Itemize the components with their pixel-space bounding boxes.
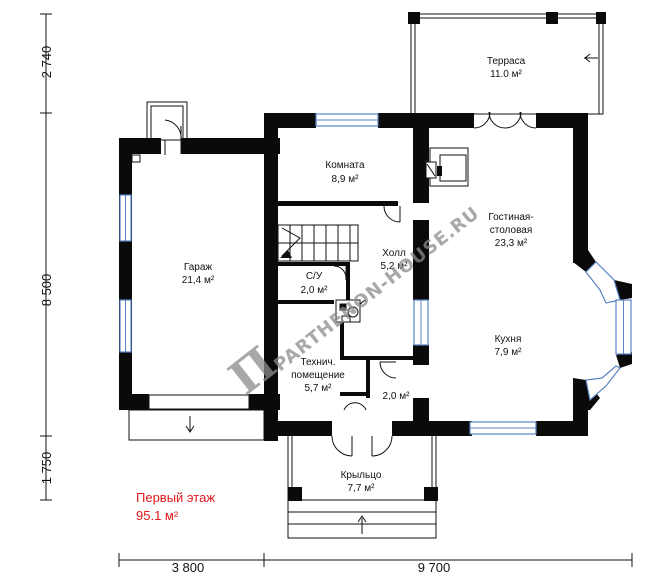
terrace-arrow-icon [584,53,598,63]
dimension-left-top: 2 740 [39,46,54,79]
garage-name: Гараж [184,262,213,273]
bathroom-name: С/У [306,271,323,282]
floor-area: 95.1 м² [136,508,179,523]
terrace-door-icon [473,111,537,129]
storage-area: 2,0 м² [383,391,411,402]
floor-title: Первый этаж [136,490,215,505]
porch-arrow-icon [357,515,367,534]
kitchen-area: 7,9 м² [495,347,523,358]
terrace-posts [408,12,606,24]
room-area: 8,9 м² [332,174,360,185]
dimension-bottom-left: 3 800 [172,560,205,575]
technical-name-line2: помещение [291,370,345,381]
front-door-icon [331,435,393,457]
garage-arrow-icon [185,416,195,433]
garage-vent [131,154,141,163]
boiler-icon [335,299,361,323]
left-dimension-line [40,13,52,501]
terrace-name: Терраса [487,56,526,67]
garage-area: 21,4 м² [182,275,215,286]
house-walls [264,113,632,441]
house-window-frames [316,119,624,429]
porch-name: Крыльцо [341,470,382,481]
bottom-dimension-line [118,553,633,567]
hall-name: Холл [382,248,406,259]
garage-annex [146,101,188,141]
living-area: 23,3 м² [495,238,528,249]
living-name-line1: Гостиная- [488,212,533,223]
porch-posts [288,487,438,501]
dimension-left-bottom: 1 750 [39,452,54,485]
living-name-line2: столовая [490,225,533,236]
watermark: П PARTHENON-HOUSE.RU [219,203,484,406]
technical-name-line1: Технич. [301,357,336,368]
garage-gate [128,394,265,441]
dimension-bottom-right: 9 700 [418,560,451,575]
porch-area: 7,7 м² [348,483,376,494]
interior-door-icons [333,205,401,411]
kitchen-name: Кухня [495,334,522,345]
hall-area: 5,2 м² [381,261,409,272]
technical-area: 5,7 м² [305,383,333,394]
garage-door-icon [164,119,182,155]
dimension-left-middle: 8 500 [39,274,54,307]
terrace-area: 11.0 м² [490,69,522,80]
fireplace-icon [425,147,469,187]
bathroom-area: 2,0 м² [301,285,329,296]
stairs-arrow-icon [280,250,292,258]
room-name: Комната [325,160,365,171]
terrace-outline [410,13,604,115]
